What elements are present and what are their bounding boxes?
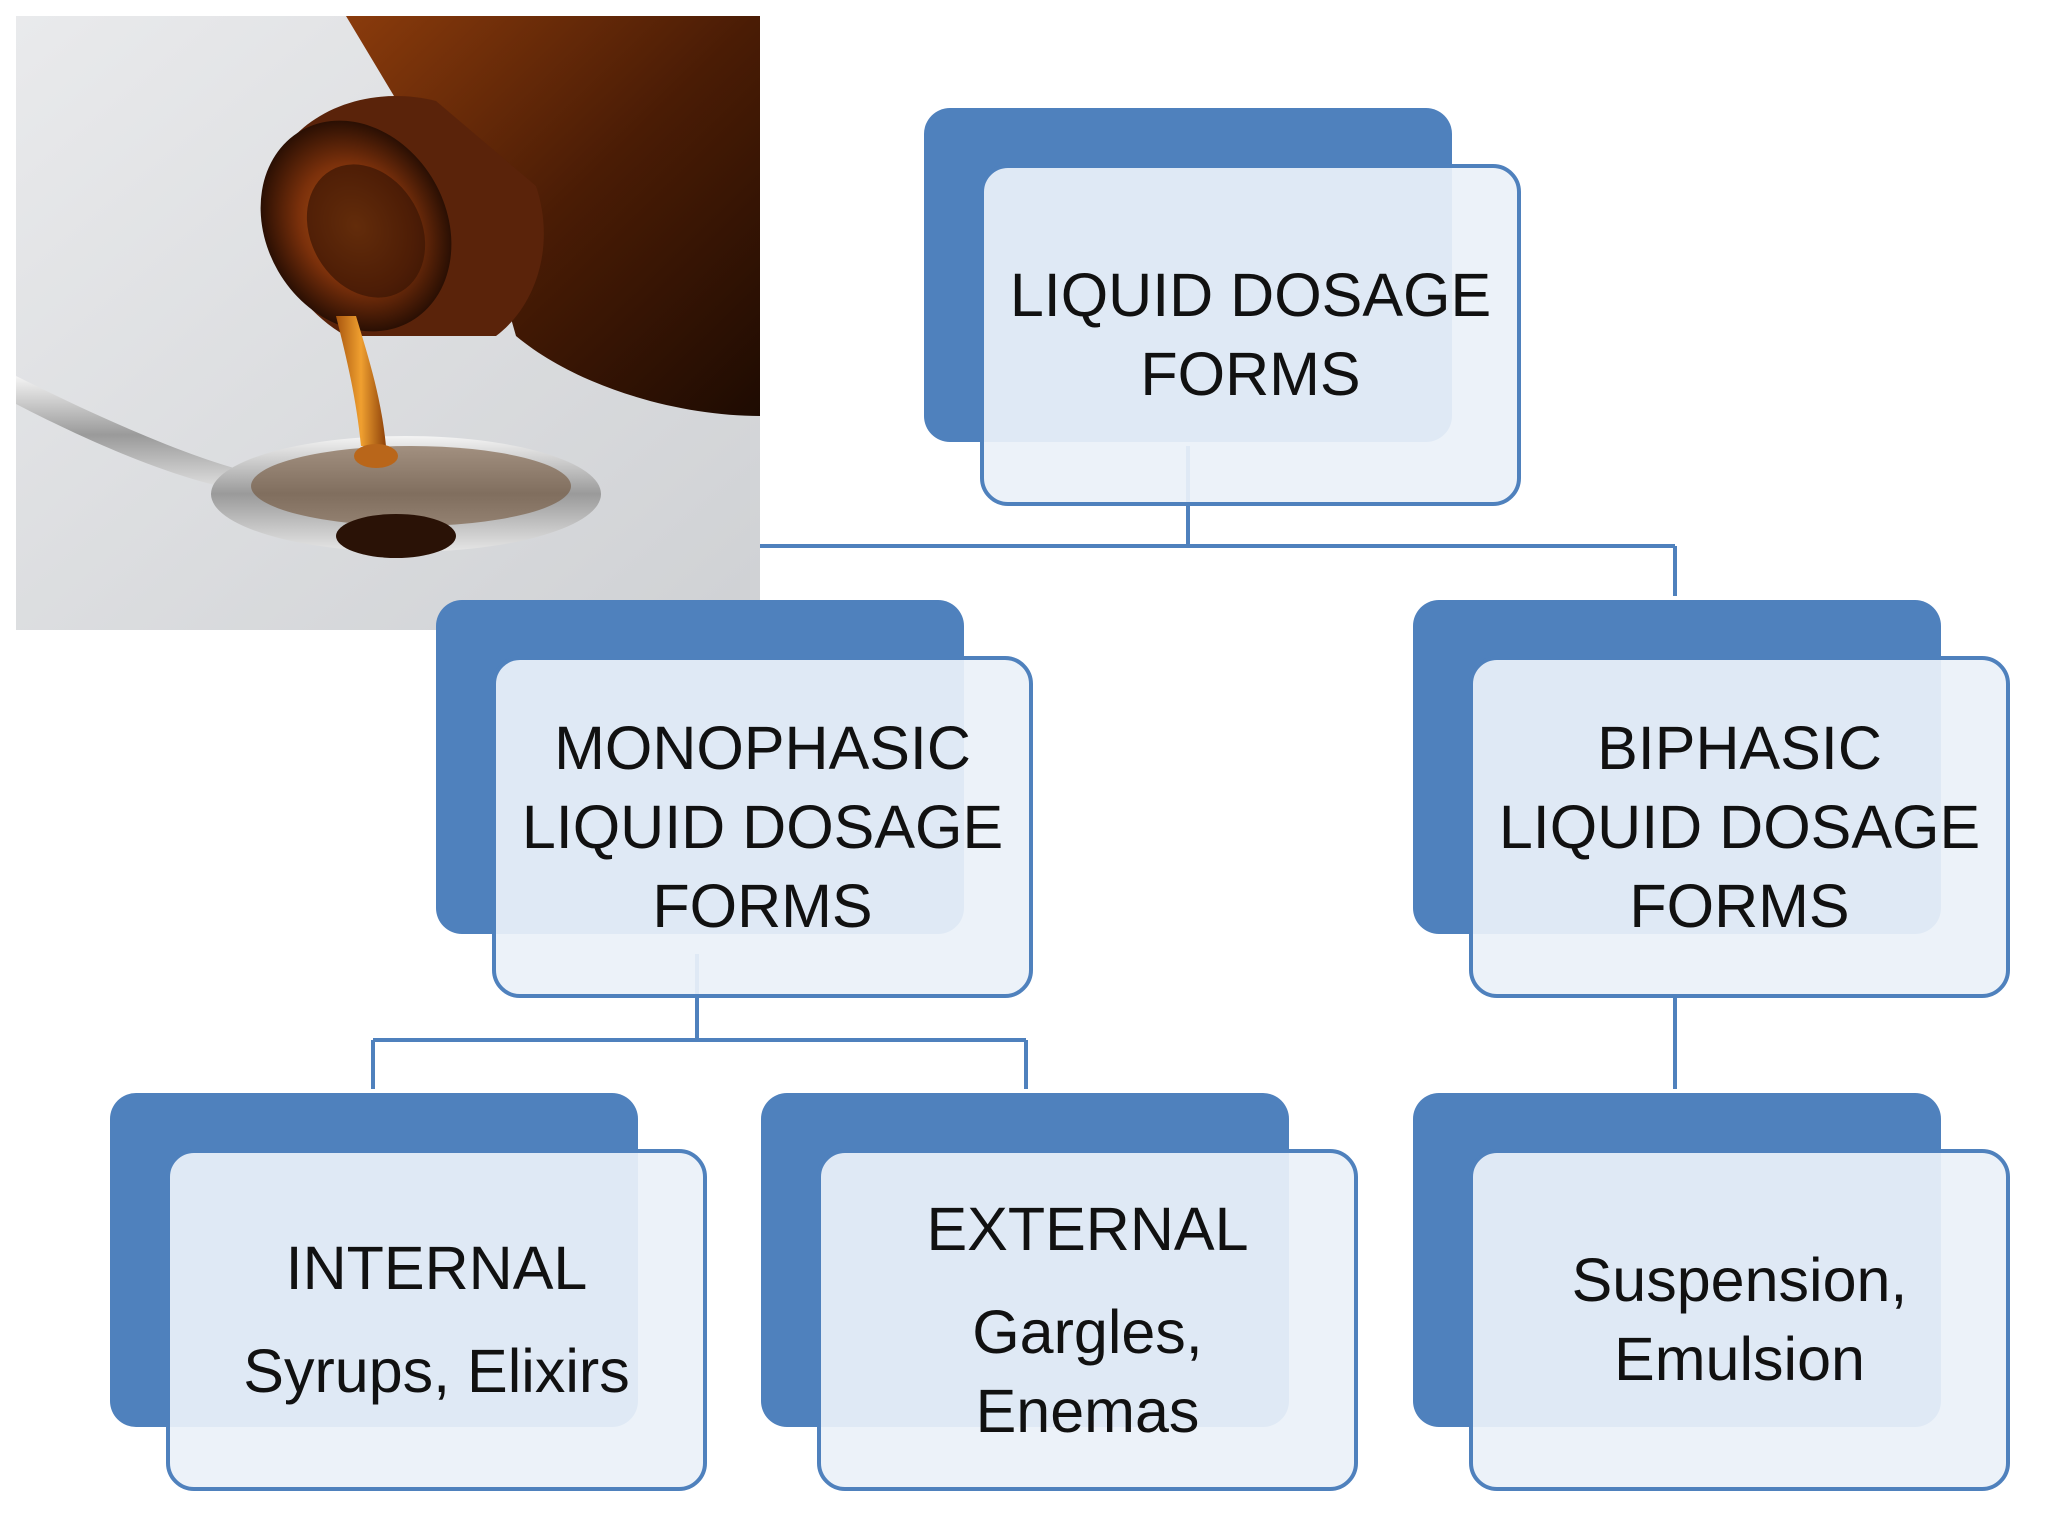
node-box (817, 1149, 1358, 1491)
node-label-line: LIQUID DOSAGE (1009, 261, 1492, 329)
node-label: LIQUID DOSAGE FORMS (980, 164, 1521, 506)
node-box (980, 164, 1521, 506)
node-liquid-dosage-forms: LIQUID DOSAGE FORMS (924, 108, 1521, 508)
node-items: Enemas (975, 1376, 1200, 1445)
node-label: BIPHASIC LIQUID DOSAGE FORMS (1469, 656, 2010, 998)
node-biphasic: BIPHASIC LIQUID DOSAGE FORMS (1413, 600, 2010, 1000)
node-box (166, 1149, 707, 1491)
node-label: MONOPHASIC LIQUID DOSAGE FORMS (492, 656, 1033, 998)
node-box (1469, 656, 2010, 998)
node-label-line: FORMS (1629, 871, 1850, 940)
node-items: Syrups, Elixirs (243, 1337, 630, 1405)
node-box (1469, 1149, 2010, 1491)
node-label-line: FORMS (652, 871, 873, 940)
node-label-line: LIQUID DOSAGE (521, 792, 1004, 861)
node-label: EXTERNAL Gargles, Enemas (817, 1149, 1358, 1491)
node-biphasic-types: Suspension, Emulsion (1413, 1093, 2010, 1493)
node-heading: INTERNAL (285, 1234, 588, 1302)
node-items: Gargles, (972, 1297, 1203, 1366)
node-box (492, 656, 1033, 998)
node-label-line: Emulsion (1614, 1325, 1865, 1393)
node-label-line: FORMS (1140, 340, 1361, 408)
node-label-line: MONOPHASIC (554, 713, 971, 782)
syrup-pouring-photo (16, 16, 760, 630)
node-heading: EXTERNAL (926, 1194, 1249, 1263)
node-label-line: LIQUID DOSAGE (1498, 792, 1981, 861)
node-label: Suspension, Emulsion (1469, 1149, 2010, 1491)
node-label-line: BIPHASIC (1597, 713, 1882, 782)
node-label: INTERNAL Syrups, Elixirs (166, 1149, 707, 1491)
node-label-line: Suspension, (1571, 1246, 1908, 1314)
node-monophasic: MONOPHASIC LIQUID DOSAGE FORMS (436, 600, 1033, 1000)
node-internal: INTERNAL Syrups, Elixirs (110, 1093, 707, 1493)
node-external: EXTERNAL Gargles, Enemas (761, 1093, 1358, 1493)
